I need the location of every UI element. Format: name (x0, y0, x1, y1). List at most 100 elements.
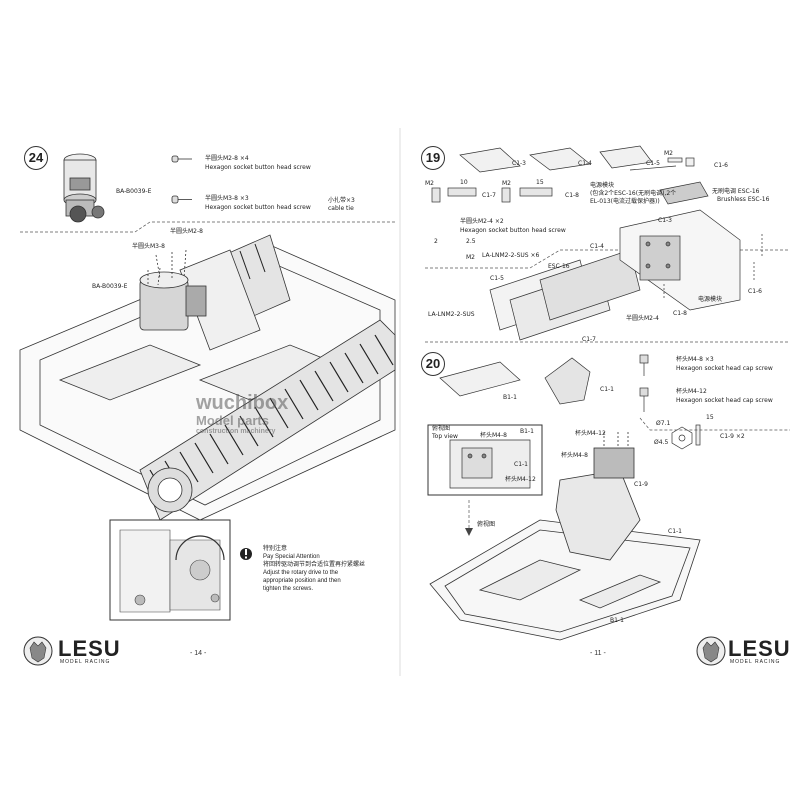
label-m2-d: M2 (466, 254, 475, 261)
arrow-top-view: 俯视图 (477, 521, 496, 528)
label-c16: C1-6 (748, 288, 762, 295)
attention-cn-title: 特别注意 (263, 546, 288, 552)
label-b11-top: B1-1 (503, 394, 517, 401)
brand-logo-left: LESU (58, 636, 121, 661)
top-view-cn: 俯视图 (432, 425, 451, 432)
screw1-en: Hexagon socket button head screw (205, 164, 311, 171)
callout-m3-8: 半圆头M3-8 (132, 243, 165, 250)
dim-15: 15 (536, 179, 544, 186)
power-module-note-1: (包含2个ESC-16(无刷电调),2个 (590, 190, 677, 197)
spacers-step19 (431, 187, 553, 203)
label-m2-b: M2 (425, 180, 434, 187)
label-nut: LA-LNM2-2-SUS (428, 311, 475, 318)
brand-sub-left: MODEL RACING (60, 659, 111, 665)
label-esc16: ESC-16 (548, 263, 570, 270)
dim-2: 2 (434, 238, 438, 245)
step-number-24: 24 (24, 146, 48, 170)
divider-step19-upper (425, 249, 790, 269)
inset-m412: 杯头M4-12 (505, 476, 536, 483)
label-m48-main: 杯头M4-8 (561, 452, 588, 459)
base-plate-step20 (429, 432, 701, 641)
label-c14: C1-4 (590, 243, 604, 250)
watermark-line3: construction machinery (196, 428, 276, 435)
motor-illustration-top (63, 153, 105, 223)
label-c18-top: C1-8 (565, 192, 579, 199)
dim-10: 10 (460, 179, 468, 186)
watermark-line2: Model parts (196, 413, 269, 428)
power-module-cn: 电源模块 (590, 182, 615, 189)
attention-en-body-1: Adjust the rotary drive to the (263, 570, 339, 576)
cable-tie-en: cable tie (328, 205, 354, 212)
label-b11: B1-1 (610, 617, 624, 624)
label-m412-main: 杯头M4-12 (575, 430, 606, 437)
label-c13: C1-3 (658, 217, 672, 224)
watermark-line1: wuchibox (196, 392, 289, 414)
inset-m48: 杯头M4-8 (480, 432, 507, 439)
label-c14-top: C1-4 (578, 160, 592, 167)
plates-row-step19 (459, 145, 695, 173)
attention-en-body-3: tighten the screws. (263, 586, 314, 592)
screw-icons-left (171, 155, 192, 204)
step-divider-left (20, 221, 395, 233)
brand-logo-right: LESU (728, 636, 791, 661)
label-c17: C1-7 (582, 336, 596, 343)
motor-code-chassis: BA-B0039-E (92, 283, 128, 290)
label-c18: C1-8 (673, 310, 687, 317)
chassis-drawing-left (19, 234, 396, 521)
screw2-en: Hexagon socket button head screw (205, 204, 311, 211)
cap-m412-cn: 杯头M4-12 (676, 388, 707, 395)
screw-m24-en: Hexagon socket button head screw (460, 227, 566, 234)
dim-d4-5: Ø4.5 (654, 439, 669, 446)
brand-sub-right: MODEL RACING (730, 659, 781, 665)
callout-m2-8: 半圆头M2-8 (170, 228, 203, 235)
attention-en-title: Pay Special Attention (263, 554, 320, 560)
cap-m48-en: Hexagon socket head cap screw (676, 365, 773, 372)
divider-step20-upper (639, 417, 790, 431)
step-number-20: 20 (421, 352, 445, 376)
motor-on-chassis (139, 249, 207, 331)
label-c19-top: C1-9 ×2 (720, 433, 745, 440)
cable-tie-cn: 小扎带×3 (328, 197, 355, 204)
label-m24: 半圆头M2-4 (626, 315, 659, 322)
motor-code-top: BA-B0039-E (116, 188, 152, 195)
page-number-left: - 14 - (190, 650, 207, 657)
esc-en: Brushless ESC-16 (717, 196, 770, 203)
dim-d7-1: Ø7.1 (656, 420, 671, 427)
attention-cn-body: 将回转驱动调节到合适位置再拧紧螺丝 (263, 562, 366, 568)
label-c13-top: C1-3 (512, 160, 526, 167)
label-c15: C1-5 (490, 275, 504, 282)
label-c15-top: C1-5 (646, 160, 660, 167)
power-module-note-2: EL-013(电流过载保护器)) (590, 198, 660, 205)
screw-m24-cn: 半圆头M2-4 ×2 (460, 218, 504, 225)
page-number-right: - 11 - (590, 650, 606, 657)
label-c11: C1-1 (668, 528, 682, 535)
electronics-assembly (489, 209, 763, 341)
inset-b11: B1-1 (520, 428, 534, 435)
label-c19: C1-9 (634, 481, 648, 488)
label-c17-top: C1-7 (482, 192, 496, 199)
cap-m412-en: Hexagon socket head cap screw (676, 397, 773, 404)
cap-m48-cn: 杯头M4-8 ×3 (676, 356, 714, 363)
label-c11-top: C1-1 (600, 386, 614, 393)
warning-icon (240, 548, 252, 560)
top-view-en: Top view (432, 433, 458, 440)
parts-row-step20 (439, 354, 701, 450)
screw1-cn: 半圆头M2-8 ×4 (205, 155, 249, 162)
lion-logo-left (23, 636, 53, 666)
dim-15-step20: 15 (706, 414, 714, 421)
attention-inset-box (109, 519, 231, 621)
lion-logo-right (696, 636, 726, 666)
step-number-19: 19 (421, 146, 445, 170)
label-c16-top: C1-6 (714, 162, 728, 169)
view-arrow-icon (465, 528, 473, 536)
inset-c11: C1-1 (514, 461, 528, 468)
screw2-cn: 半圆头M3-8 ×3 (205, 195, 249, 202)
esc-cn: 无刷电调 ESC-16 (712, 188, 760, 195)
power-module-step19 (629, 165, 709, 205)
label-power: 电源模块 (698, 296, 723, 303)
attention-en-body-2: appropriate position and then (263, 578, 341, 584)
top-view-inset (427, 424, 543, 496)
dim-2-5: 2.5 (466, 238, 476, 245)
